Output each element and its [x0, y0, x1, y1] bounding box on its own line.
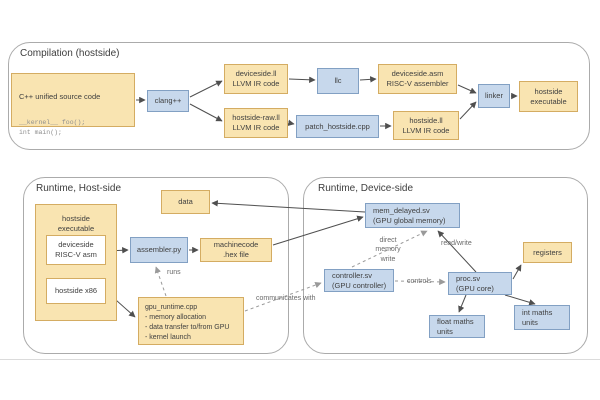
arrow-proc-to-int-maths	[504, 294, 536, 306]
arrow-proc-to-mem-delayed	[437, 230, 477, 273]
node-cpp-unified-source: C++ unified source code __kernel__ foo()…	[11, 73, 135, 136]
node-deviceside-asm: deviceside.asm RISC-V assembler	[378, 64, 457, 94]
cpp-source-title: C++ unified source code	[19, 91, 101, 101]
node-int-maths-units: int maths units	[514, 305, 570, 330]
arrow-hostside-raw-to-patch	[287, 119, 295, 127]
node-proc-sv: proc.sv (GPU core)	[448, 272, 512, 295]
arrow-clang-to-hostside-raw	[189, 103, 223, 122]
node-patch-hostside: patch_hostside.cpp	[296, 115, 379, 138]
node-data: data	[161, 190, 210, 214]
node-deviceside-riscv-asm: deviceside RISC-V asm	[46, 235, 106, 265]
cpp-source-code: __kernel__ foo(); int main();	[19, 119, 86, 136]
node-gpu-runtime-cpp: gpu_runtime.cpp - memory allocation - da…	[138, 297, 244, 345]
runtime-device-title: Runtime, Device-side	[318, 183, 414, 194]
arrow-deviceside-asm-to-linker	[457, 84, 477, 94]
node-assembler-py: assembler.py	[130, 237, 188, 263]
node-clang: clang++	[147, 90, 189, 112]
arrow-llc-to-deviceside-asm	[359, 76, 377, 83]
node-hostside-x86: hostside x86	[46, 278, 106, 304]
runtime-host-title: Runtime, Host-side	[36, 183, 122, 194]
node-controller-sv: controller.sv (GPU controller)	[324, 269, 394, 292]
arrow-machinecode-to-mem-delayed	[272, 215, 364, 246]
edge-label-communicates-with: communicates with	[256, 295, 316, 302]
node-machinecode-hex: machinecode .hex file	[200, 238, 272, 262]
arrow-proc-to-registers	[512, 264, 522, 280]
edge-label-direct-memory-write: direct memory write	[375, 237, 401, 263]
page-edge-divider	[0, 359, 600, 360]
edge-label-read-write: read/write	[441, 240, 472, 247]
arrow-gpu-runtime-runs-assembler	[154, 266, 167, 297]
compilation-title: Compilation (hostside)	[20, 48, 120, 59]
node-linker: linker	[478, 84, 510, 108]
arrow-controller-controls-proc	[394, 278, 446, 286]
arrow-deviceside-ll-to-llc	[288, 76, 316, 84]
node-hostside-ll: hostside.ll LLVM IR code	[393, 111, 459, 140]
node-mem-delayed-sv: mem_delayed.sv (GPU global memory)	[365, 203, 460, 228]
node-registers: registers	[523, 242, 572, 263]
edge-label-controls: controls	[407, 278, 432, 285]
node-float-maths-units: float maths units	[429, 315, 485, 338]
arrow-proc-to-float-maths	[458, 294, 467, 313]
node-deviceside-ll: deviceside.ll LLVM IR code	[224, 64, 288, 94]
edge-label-runs: runs	[167, 269, 181, 276]
node-hostside-executable: hostside executable	[519, 81, 578, 112]
arrow-hostside-ll-to-linker	[459, 101, 477, 120]
arrow-controller-direct-write-mem	[351, 230, 428, 268]
node-llc: llc	[317, 68, 359, 94]
node-hostside-raw-ll: hostside-raw.ll LLVM IR code	[224, 108, 288, 138]
arrow-clang-to-deviceside-ll	[189, 80, 223, 98]
hostside-executable-group-title: hostside executable	[57, 214, 95, 233]
arrow-gpu-runtime-communicates-controller	[244, 281, 322, 312]
arrow-mem-delayed-to-data	[211, 200, 366, 213]
